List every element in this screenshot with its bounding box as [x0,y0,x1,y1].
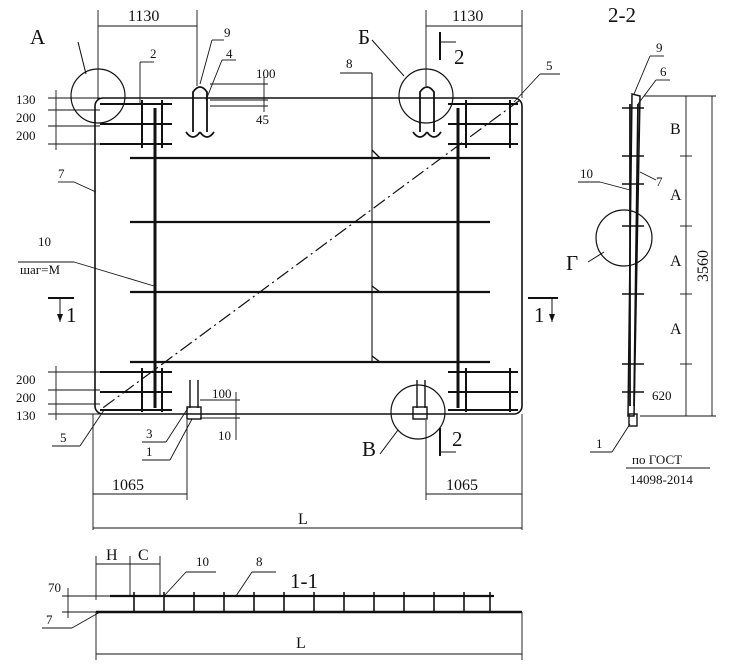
section2-seg-B: В [670,121,681,138]
leader-3-label: 3 [146,426,153,441]
leader-10-note: шаг=М [20,262,60,277]
gost-note-line1: по ГОСТ [632,452,682,467]
detail-circle-G [595,209,653,267]
dim-200-top-left-b: 200 [16,128,36,143]
leader-1-label: 1 [146,444,153,459]
dim-100-plate: 100 [212,386,232,401]
section2-seg-A2: А [670,253,682,270]
section2-dim-3560: 3560 [695,250,712,282]
corner-mesh-bottom-left [100,368,172,412]
section1-dim-H: Н [106,547,118,564]
dim-130-top-left: 130 [16,92,36,107]
leader-7-label: 7 [58,166,65,181]
section-1-right-mark: 1 [534,303,545,327]
section-2-2-plate [628,413,638,427]
section1-dim-70: 70 [48,580,61,595]
section-1-1-ribs [133,592,491,612]
callout-B: Б [358,25,370,49]
gost-note-line2: 14098-2014 [630,472,693,487]
corner-mesh-bottom-right [448,368,518,412]
section2-leader-9: 9 [656,40,663,55]
dim-200-top-left-a: 200 [16,110,36,125]
callout-G: Г [566,251,578,275]
section-2-2-title: 2-2 [608,3,636,27]
dim-200-bottom-left-b: 200 [16,390,36,405]
section1-leader-7: 7 [46,612,53,627]
section2-dim-620: 620 [652,388,672,403]
dim-1065-right: 1065 [446,477,478,494]
section2-leader-10: 10 [580,166,593,181]
diagonal-axis-line [99,99,521,411]
leader-10-label: 10 [38,234,51,249]
section2-leader-7: 7 [656,174,663,189]
dim-130-bottom-left: 130 [16,408,36,423]
dim-L-plan: L [298,511,308,528]
lifting-loop-right [412,86,442,138]
lifting-loop-left [185,86,215,138]
section1-dim-L: L [296,635,306,652]
leader-5-bottom-label: 5 [60,430,67,445]
detail-circle-V [390,384,446,440]
dim-200-bottom-left-a: 200 [16,372,36,387]
section-2-bottom-mark: 2 [452,427,463,451]
dim-45-loop: 45 [256,112,269,127]
section1-leader-10: 10 [196,554,209,569]
section2-seg-A3: А [670,321,682,338]
corner-mesh-top-left [100,100,172,148]
section1-leader-8: 8 [256,554,263,569]
section2-leader-6: 6 [660,64,667,79]
leader-4-label: 4 [226,46,233,61]
callout-A: А [30,25,46,49]
panel-outline [94,97,523,415]
dim-100-loop: 100 [256,66,276,81]
section-2-top-mark: 2 [454,45,465,69]
section2-seg-A1: А [670,187,682,204]
dim-1130-right: 1130 [452,8,483,25]
section2-leader-1: 1 [596,436,603,451]
leader-8-label: 8 [346,56,353,71]
section1-dim-C: С [138,547,149,564]
leader-9-label: 9 [224,25,231,40]
leader-2-label: 2 [150,46,157,61]
leader-5-top-label: 5 [546,58,553,73]
dim-10-plate: 10 [218,428,231,443]
dim-1065-left: 1065 [112,477,144,494]
embedded-plate-left [186,380,202,420]
section-2-2-view: 2-2 Г 9 6 10 7 [566,3,716,487]
section-1-1-view: 1-1 Н С 70 [42,547,523,660]
plan-view: А Б В 1130 1130 130 200 200 100 45 2 [16,8,560,530]
section-1-left-mark: 1 [66,303,77,327]
section-1-1-title: 1-1 [290,569,318,593]
callout-V: В [362,437,376,461]
dim-1130-left: 1130 [128,8,159,25]
